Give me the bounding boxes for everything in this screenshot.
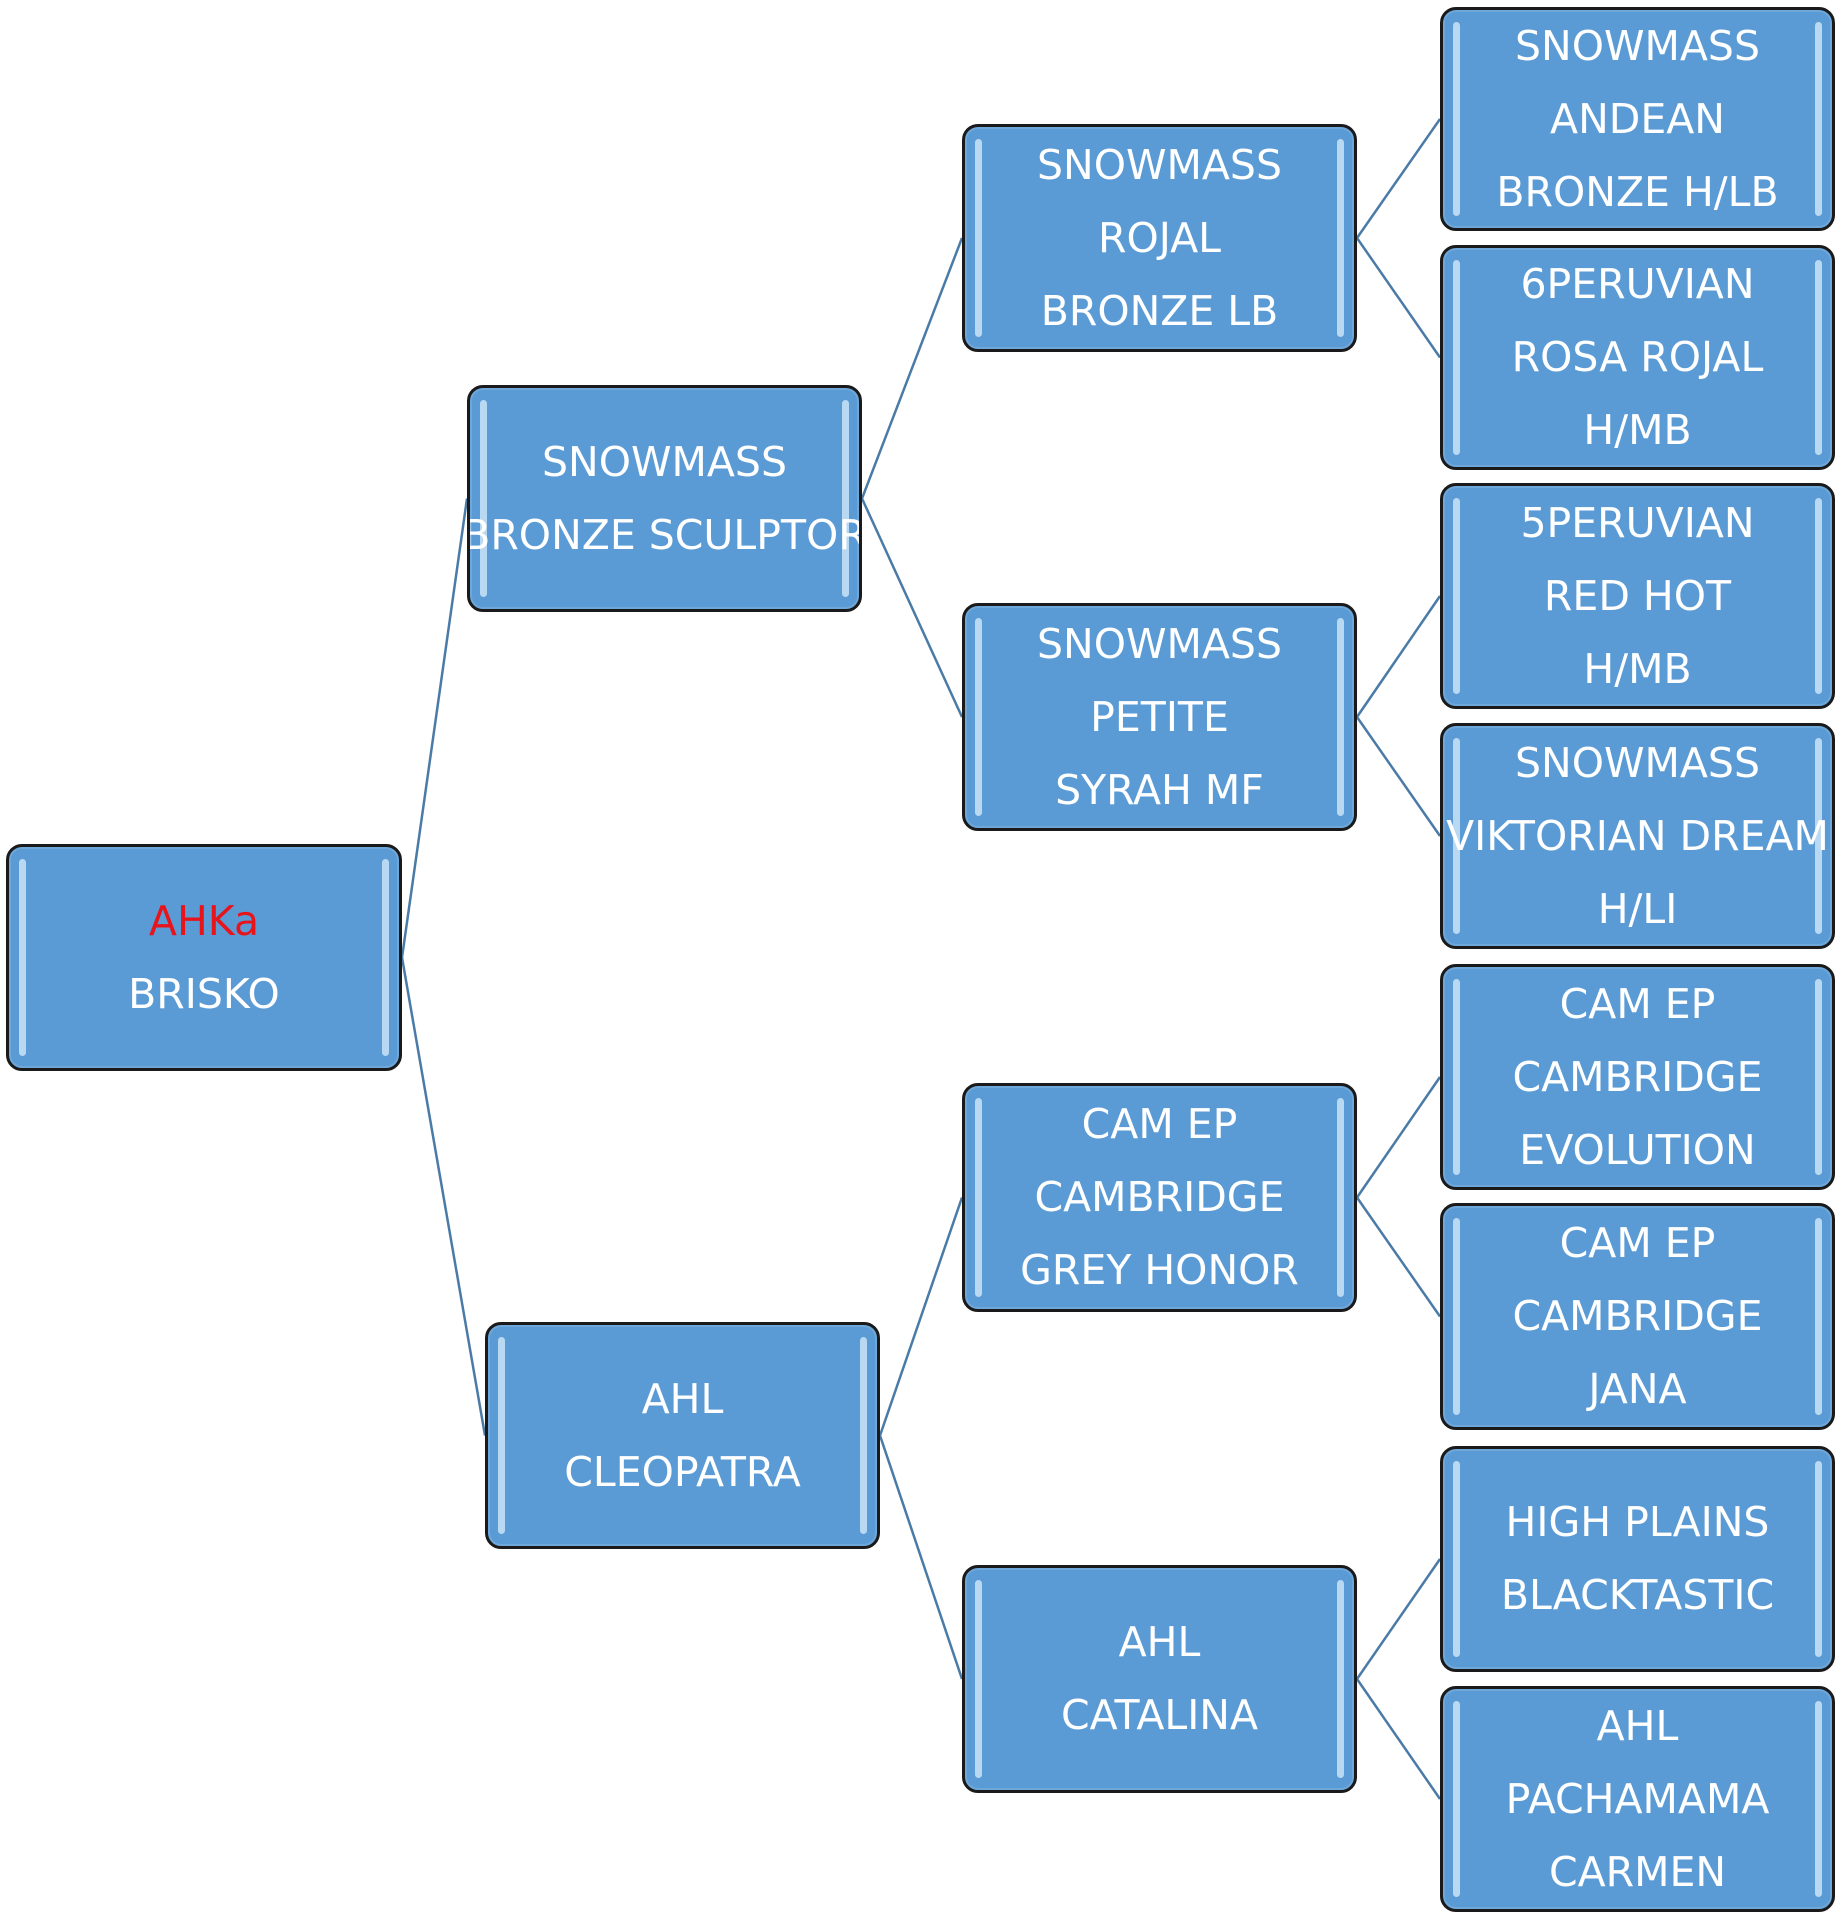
node-label-line: CATALINA — [1060, 1691, 1259, 1739]
node-label-line: 5PERUVIAN — [1520, 498, 1755, 547]
node-label-line: SNOWMASS — [1515, 21, 1760, 70]
node-label-line: VIKTORIAN DREAM — [1446, 811, 1829, 860]
node-dam-sire-dam: CAM EP CAMBRIDGE JANA — [1440, 1203, 1835, 1430]
connector-line — [1355, 118, 1442, 239]
node-label-line: H/LI — [1597, 884, 1678, 933]
node-label-line: PETITE — [1090, 692, 1229, 741]
node-label-line: AHL — [1118, 1618, 1201, 1666]
node-label-line: CLEOPATRA — [564, 1447, 801, 1496]
node-label-line: SNOWMASS — [1037, 140, 1282, 189]
node-sire-sire-dam: 6PERUVIAN ROSA ROJAL H/MB — [1440, 245, 1835, 470]
node-label-line: CAM EP — [1559, 1219, 1716, 1267]
node-label-line: 6PERUVIAN — [1520, 260, 1755, 308]
connector-line — [878, 1435, 964, 1680]
node-sire-dam-sire: 5PERUVIAN RED HOT H/MB — [1440, 483, 1835, 709]
node-label-line: SNOWMASS — [1037, 619, 1282, 668]
node-label-line: SYRAH MF — [1055, 765, 1264, 814]
node-dam: AHL CLEOPATRA — [485, 1322, 880, 1549]
root-registry-label: AHKa — [148, 896, 260, 945]
node-label-line: HIGH PLAINS — [1505, 1498, 1770, 1546]
node-dam-sire: CAM EP CAMBRIDGE GREY HONOR — [962, 1083, 1357, 1312]
node-label-line: ANDEAN — [1550, 94, 1725, 143]
connector-line — [878, 1197, 964, 1436]
node-label-line: CAMBRIDGE — [1512, 1292, 1763, 1340]
connector-line — [1355, 1076, 1442, 1199]
node-sire: SNOWMASS BRONZE SCULPTOR — [467, 385, 862, 612]
node-label-line: CAMBRIDGE — [1512, 1052, 1763, 1101]
connector-line — [860, 237, 964, 499]
node-label-line: BLACKTASTIC — [1500, 1571, 1775, 1619]
node-sire-dam-dam: SNOWMASS VIKTORIAN DREAM H/LI — [1440, 723, 1835, 949]
connector-line — [1355, 716, 1442, 837]
node-label-line: AHL — [1596, 1701, 1679, 1750]
node-dam-dam-sire: HIGH PLAINS BLACKTASTIC — [1440, 1446, 1835, 1672]
node-label-line: H/MB — [1583, 644, 1692, 693]
node-label-line: H/MB — [1583, 406, 1692, 454]
node-label-line: CAM EP — [1559, 979, 1716, 1028]
node-label-line: BRONZE SCULPTOR — [467, 510, 862, 559]
node-label-line: EVOLUTION — [1519, 1125, 1756, 1174]
node-dam-dam-dam: AHL PACHAMAMA CARMEN — [1440, 1686, 1835, 1912]
node-sire-dam: SNOWMASS PETITE SYRAH MF — [962, 603, 1357, 831]
node-label-line: BRONZE LB — [1040, 286, 1279, 335]
connector-line — [1355, 237, 1442, 359]
node-label-line: JANA — [1588, 1365, 1687, 1413]
root-name-label: BRISKO — [128, 969, 280, 1018]
node-label-line: SNOWMASS — [1515, 738, 1760, 787]
node-dam-sire-sire: CAM EP CAMBRIDGE EVOLUTION — [1440, 964, 1835, 1190]
node-label-line: CAMBRIDGE — [1034, 1173, 1285, 1221]
node-label-line: ROSA ROJAL — [1511, 333, 1764, 381]
node-sire-sire: SNOWMASS ROJAL BRONZE LB — [962, 124, 1357, 352]
connector-line — [1355, 1678, 1442, 1800]
node-sire-sire-sire: SNOWMASS ANDEAN BRONZE H/LB — [1440, 7, 1835, 231]
connector-line — [1355, 595, 1442, 718]
connector-line — [860, 497, 964, 718]
node-label-line: CAM EP — [1081, 1100, 1238, 1148]
node-label-line: PACHAMAMA — [1505, 1774, 1770, 1823]
connector-line — [400, 957, 487, 1436]
node-label-line: RED HOT — [1543, 571, 1732, 620]
node-label-line: SNOWMASS — [542, 437, 787, 486]
node-label-line: ROJAL — [1097, 213, 1222, 262]
node-root: AHKa BRISKO — [6, 844, 402, 1071]
connector-line — [400, 498, 469, 958]
node-label-line: BRONZE H/LB — [1496, 167, 1779, 216]
connector-line — [1355, 1196, 1442, 1318]
node-label-line: AHL — [641, 1374, 724, 1423]
node-label-line: CARMEN — [1548, 1847, 1727, 1896]
node-dam-dam: AHL CATALINA — [962, 1565, 1357, 1793]
connector-line — [1355, 1558, 1442, 1680]
node-label-line: GREY HONOR — [1020, 1246, 1299, 1294]
